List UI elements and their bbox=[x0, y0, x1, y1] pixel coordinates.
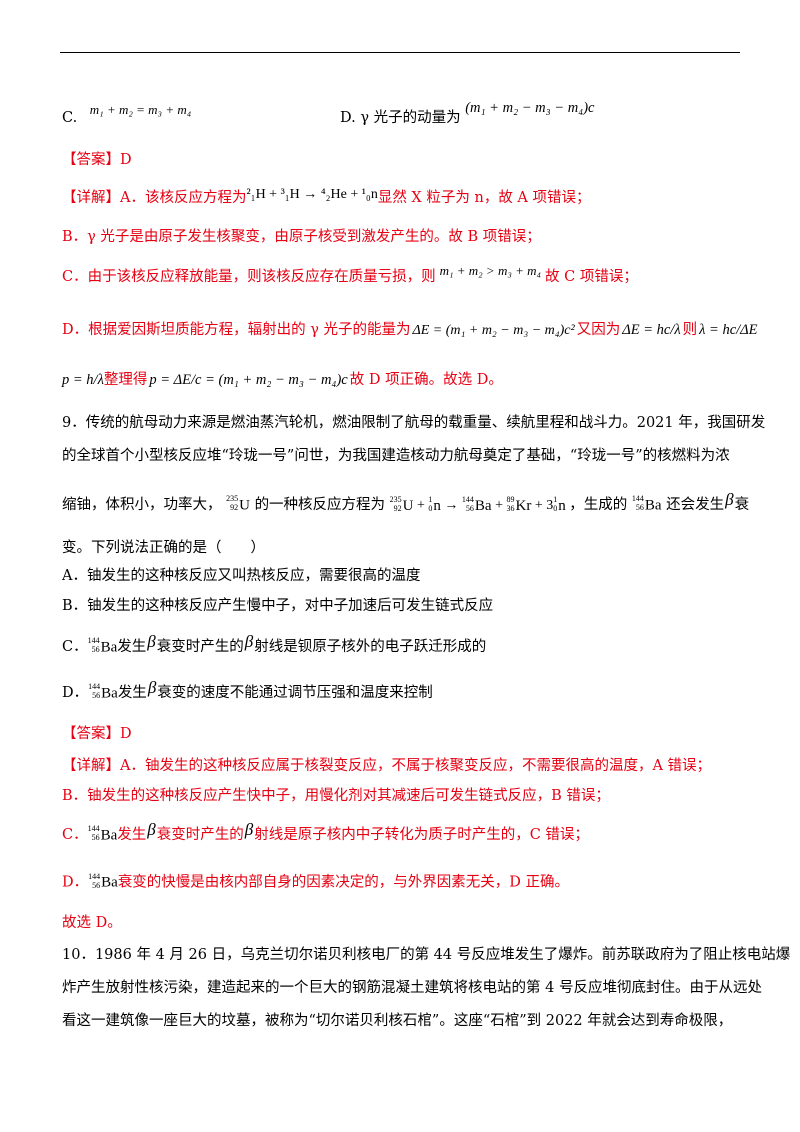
header-rule bbox=[60, 52, 740, 53]
q10-line1: 10．1986 年 4 月 26 日，乌克兰切尔诺贝利核电厂的第 44 号反应堆… bbox=[62, 947, 791, 963]
q9-detail-a: 【详解】A．铀发生的这种核反应属于核裂变反应，不属于核聚变反应，不需要很高的温度… bbox=[62, 758, 712, 774]
q8-detail-d-wavelength: λ = hc/ΔE bbox=[699, 322, 758, 338]
q8-answer: 【答案】D bbox=[62, 152, 132, 168]
q8-detail-d-energy: ΔE = (m₁ + m₂ − m₃ − m₄)c² bbox=[412, 323, 575, 338]
q9-answer: 【答案】D bbox=[62, 726, 132, 742]
beta-symbol: β bbox=[244, 632, 254, 651]
beta-symbol: β bbox=[244, 820, 254, 839]
q8-detail-b: B．γ 光子是由原子发生核聚变，由原子核受到激发产生的。故 B 项错误； bbox=[62, 229, 541, 245]
q9-option-b: B．铀发生的这种核反应产生慢中子，对中子加速后可发生链式反应 bbox=[62, 598, 494, 614]
q8-option-d: D. γ 光子的动量为 (m₁ + m₂ − m₃ − m₄)c bbox=[340, 100, 595, 126]
q10-line3: 看这一建筑像一座巨大的坟墓，被称为“切尔诺贝利核石棺”。这座“石棺”到 2022… bbox=[62, 1013, 733, 1029]
q8-detail-a-equation: ²₁H + ³₁H → ⁴₂He + ¹₀n bbox=[246, 187, 378, 202]
q9-stem-line4: 变。下列说法正确的是（ ） bbox=[62, 540, 265, 556]
beta-symbol: β bbox=[725, 490, 734, 509]
beta-symbol: β bbox=[147, 820, 156, 839]
q10-line2: 炸产生放射性核污染，建造起来的一个巨大的钢筋混凝土建筑将核电站的第 4 号反应堆… bbox=[62, 980, 762, 996]
q9-conclusion: 故选 D。 bbox=[62, 915, 122, 931]
q8-detail-c-equation: m₁ + m₂ > m₃ + m₄ bbox=[439, 263, 542, 278]
q8-detail-a: 【详解】A．该核反应方程为²₁H + ³₁H → ⁴₂He + ¹₀n显然 X … bbox=[62, 187, 591, 206]
q8-option-c-formula: m₁ + m₂ = m₃ + m₄ bbox=[89, 102, 192, 117]
q8-detail-d-momentum: p = h/λ bbox=[62, 372, 104, 388]
q8-detail-d-energy-wave: ΔE = hc/λ bbox=[622, 322, 681, 338]
q8-option-c: C. m₁ + m₂ = m₃ + m₄ bbox=[62, 102, 192, 126]
beta-symbol: β bbox=[147, 632, 156, 651]
q9-option-a: A．铀发生的这种核反应又叫热核反应，需要很高的温度 bbox=[62, 568, 421, 584]
q9-stem-line2: 的全球首个小型核反应堆“玲珑一号”问世，为我国建造核动力航母奠定了基础，“玲珑一… bbox=[62, 448, 730, 464]
q8-option-d-formula: (m₁ + m₂ − m₃ − m₄)c bbox=[465, 100, 595, 116]
q9-detail-b: B．铀发生的这种核反应产生快中子，用慢化剂对其减速后可发生链式反应，B 错误； bbox=[62, 788, 610, 804]
beta-symbol: β bbox=[147, 678, 157, 697]
q9-stem-line1: 9．传统的航母动力来源是燃油蒸汽轮机，燃油限制了航母的载重量、续航里程和战斗力。… bbox=[62, 415, 766, 431]
q8-detail-d-momentum-result: p = ΔE/c = (m₁ + m₂ − m₃ − m₄)c bbox=[149, 372, 348, 388]
